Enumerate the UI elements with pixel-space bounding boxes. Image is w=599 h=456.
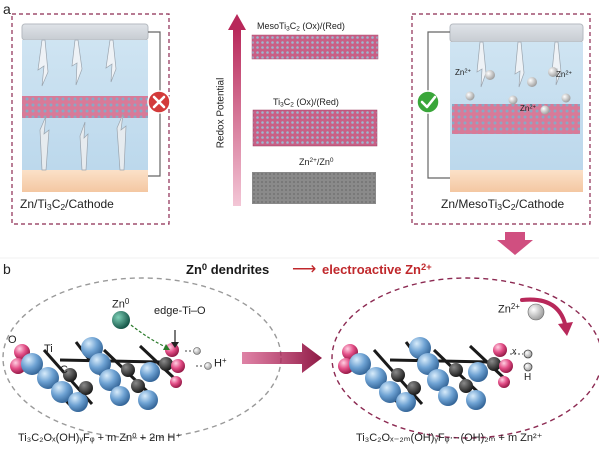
right-cell-frame bbox=[411, 13, 591, 225]
ion-release-arrow bbox=[520, 297, 568, 330]
atom-c-label: C bbox=[60, 364, 68, 376]
atom-x-label: x bbox=[512, 346, 517, 356]
meso-ti3c2-level-label: MesoTi3C2 (Ox)/(Red) bbox=[257, 21, 345, 33]
ion-label-2: Zn2+ bbox=[556, 70, 572, 79]
equation-right: Ti₃C₂Oₓ₋₂ₘ(OH)ᵧFᵩ···(OH)₂ₘ + m Zn²⁺ bbox=[356, 432, 543, 444]
atom-o-label: O bbox=[8, 334, 17, 346]
zn-layer bbox=[252, 172, 376, 204]
h-atom-2 bbox=[523, 362, 533, 372]
redox-potential-axis-label: Redox Potential bbox=[215, 77, 227, 149]
zn2-ion-label: Zn2+ bbox=[498, 302, 520, 316]
atom-ti-label: Ti bbox=[44, 343, 53, 355]
panel-b-title-left: Zn0 dendrites bbox=[186, 262, 270, 278]
ti3c2-layer bbox=[252, 109, 378, 147]
zn2-ion bbox=[527, 303, 545, 321]
ion-label-1: Zn2+ bbox=[455, 68, 471, 77]
proton-2 bbox=[204, 362, 212, 370]
zn0-label: Zn0 bbox=[112, 297, 130, 311]
proton-1 bbox=[193, 347, 201, 355]
check-icon bbox=[416, 90, 440, 114]
equation-left: Ti₃C₂Oₓ(OH)ᵧFᵩ + m Zn⁰ + 2m H⁺ bbox=[18, 432, 182, 444]
right-mxene-structure bbox=[338, 337, 513, 412]
redox-potential-axis bbox=[228, 14, 246, 206]
down-arrow bbox=[497, 232, 533, 255]
atom-h-label: H bbox=[524, 372, 532, 383]
cross-icon bbox=[147, 90, 171, 114]
h-atom-1 bbox=[523, 349, 533, 359]
left-mxene-structure bbox=[10, 337, 185, 412]
left-cell-illustration bbox=[21, 23, 149, 192]
left-scheme-ellipse bbox=[2, 277, 282, 439]
left-cell-frame bbox=[11, 13, 170, 225]
zn0-atom bbox=[112, 311, 130, 329]
panel-a-label: a bbox=[3, 1, 11, 17]
right-scheme-ellipse bbox=[331, 277, 599, 439]
zn-level-label: Zn2+/Zn0 bbox=[299, 157, 334, 167]
ion-label-3: Zn2+ bbox=[520, 104, 536, 113]
left-cell-caption: Zn/Ti3C2/Cathode bbox=[20, 197, 114, 213]
meso-ti3c2-layer bbox=[251, 34, 379, 60]
panel-b-title-right: electroactive Zn2+ bbox=[322, 262, 432, 278]
panel-b-label: b bbox=[3, 261, 11, 277]
ti3c2-level-label: Ti3C2 (Ox)/(Red) bbox=[273, 97, 339, 109]
zn-transfer-arrow bbox=[130, 324, 169, 349]
right-cell-caption: Zn/MesoTi3C2/Cathode bbox=[441, 197, 565, 213]
reaction-arrow bbox=[242, 343, 322, 373]
edge-ti-o-label: edge-Ti–O bbox=[154, 305, 206, 317]
panel-b-title-arrow: ⟶ bbox=[292, 259, 317, 278]
right-cell-illustration bbox=[449, 23, 584, 192]
proton-label: H+ bbox=[214, 356, 227, 370]
